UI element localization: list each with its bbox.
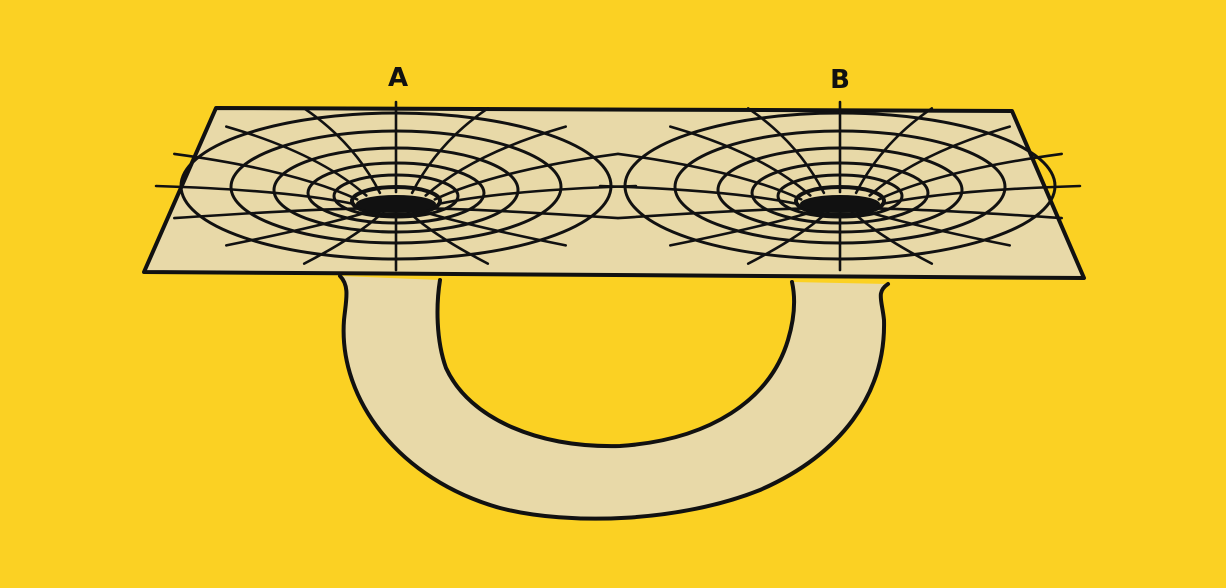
funnel-a-radial-line	[410, 213, 490, 265]
funnel-b-radial-line	[880, 184, 1082, 206]
funnel-a-radial-line	[424, 211, 567, 247]
funnel-a-radial-line	[173, 207, 359, 220]
funnel-b-radial-line	[669, 211, 812, 247]
funnel-b-throat	[800, 195, 880, 213]
mouth-a-label: A	[388, 63, 408, 93]
funnel-b-radial-line	[746, 213, 826, 265]
funnel-a-radial-line	[225, 125, 368, 197]
funnel-b-radial-line	[598, 184, 800, 206]
funnel-b-radial-line	[617, 152, 803, 201]
funnel-a-radial-line	[433, 207, 619, 220]
funnel-grid-a	[154, 100, 638, 272]
funnel-b-radial-line	[669, 125, 812, 197]
funnel-a-radial-line	[225, 211, 368, 247]
funnel-b-radial-line	[617, 207, 803, 220]
funnel-a-radial-line	[302, 213, 382, 265]
funnel-a-radial-line	[154, 184, 356, 206]
funnel-a-radial-line	[424, 125, 567, 197]
wormhole-tunnel	[338, 274, 890, 521]
funnel-a-radial-line	[410, 107, 490, 195]
funnel-b-radial-line	[868, 125, 1011, 197]
funnel-b-radial-line	[854, 213, 934, 265]
funnel-b-radial-line	[877, 152, 1063, 201]
funnel-a-radial-line	[433, 152, 619, 201]
funnel-a-radial-line	[173, 152, 359, 201]
funnel-grid-b	[598, 100, 1082, 272]
funnel-b-radial-line	[854, 107, 934, 195]
funnel-b-radial-line	[877, 207, 1063, 220]
funnel-b-radial-line	[868, 211, 1011, 247]
funnel-a-radial-line	[302, 107, 382, 195]
funnel-a-throat	[356, 195, 436, 213]
funnel-b-radial-line	[746, 107, 826, 195]
mouth-b-label: B	[830, 65, 850, 95]
space-sheet	[142, 106, 1086, 280]
